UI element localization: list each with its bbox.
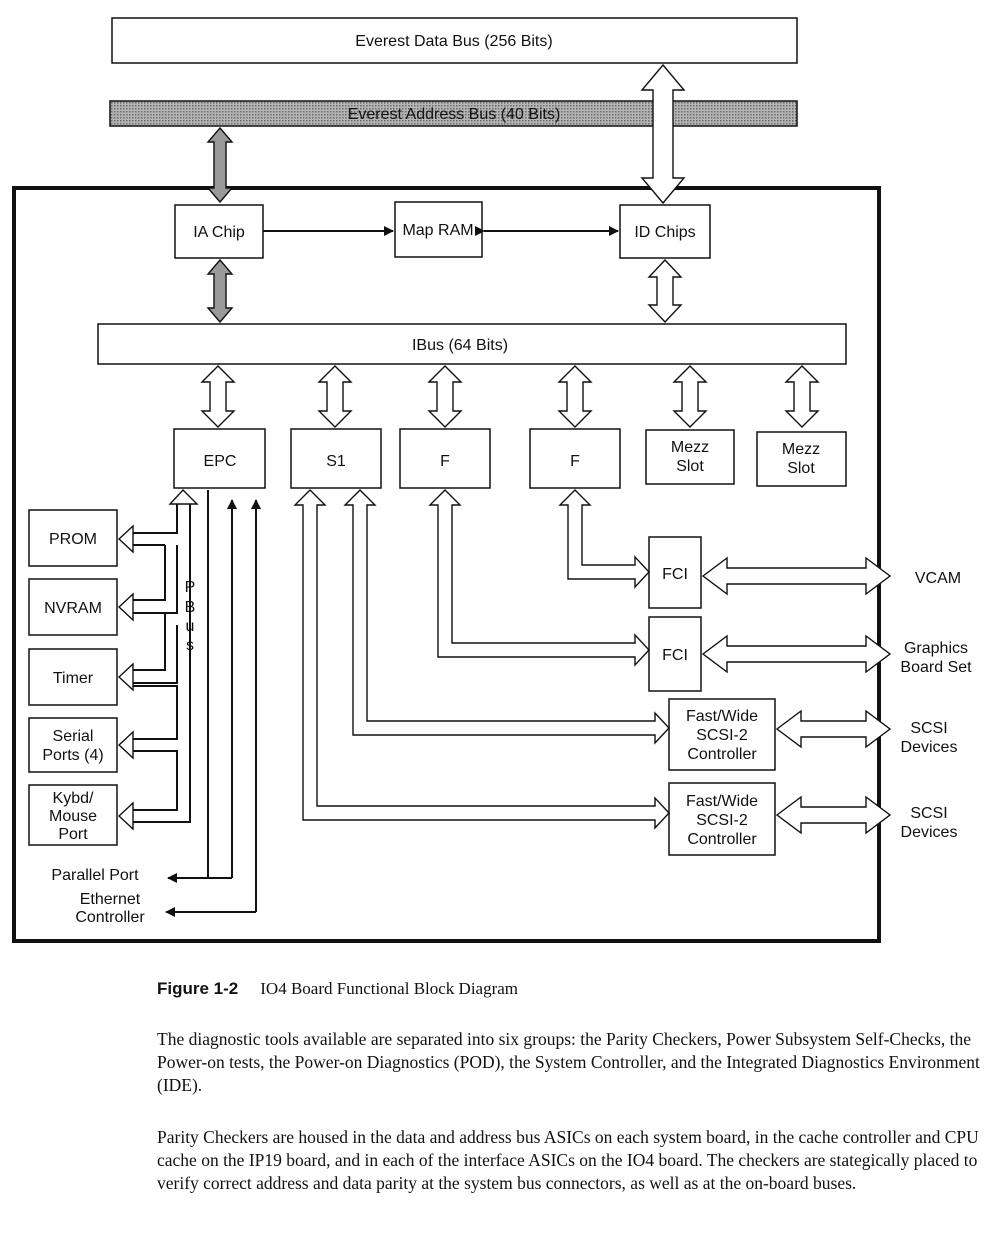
ibus-f1-arrow bbox=[427, 365, 463, 428]
kybd-line2: Mouse bbox=[49, 808, 97, 825]
id-chips-label: ID Chips bbox=[634, 224, 695, 241]
body-paragraph: The diagnostic tools available are separ… bbox=[157, 1029, 980, 1095]
serial-line2: Ports (4) bbox=[42, 747, 103, 764]
io4-board-outline bbox=[12, 186, 881, 943]
id-chips: ID Chips bbox=[619, 204, 711, 259]
fci1-vcam-arrow bbox=[701, 556, 892, 596]
scsi-ctrl2-line2: SCSI-2 bbox=[696, 812, 748, 829]
timer-box: Timer bbox=[28, 648, 118, 706]
scsi-ctrl2-line1: Fast/Wide bbox=[686, 793, 758, 810]
scsi-dev2-line1: SCSI bbox=[910, 805, 947, 822]
scsi2-devices-arrow bbox=[775, 795, 892, 835]
map-ram-label: Map RAM bbox=[402, 222, 473, 239]
ibus-f2-arrow bbox=[557, 365, 593, 428]
ibus-s1-arrow bbox=[317, 365, 353, 428]
s1-scsi2-link bbox=[293, 489, 670, 830]
ibus-mezz2-arrow bbox=[784, 365, 820, 428]
graphics-line2: Board Set bbox=[900, 659, 972, 676]
s1-chip: S1 bbox=[290, 428, 382, 489]
fci1-label: FCI bbox=[662, 566, 688, 583]
pbus-letter-p: P bbox=[185, 579, 196, 596]
ibus-label: IBus (64 Bits) bbox=[412, 337, 508, 354]
parallel-port-label: Parallel Port bbox=[51, 867, 139, 884]
f2-fci1-link bbox=[558, 489, 650, 589]
scsi-controller-2: Fast/Wide SCSI-2 Controller bbox=[668, 782, 776, 856]
nvram-box: NVRAM bbox=[28, 578, 118, 636]
mezz2-line1: Mezz bbox=[782, 441, 820, 458]
f2-label: F bbox=[570, 453, 580, 470]
scsi1-devices-arrow bbox=[775, 709, 892, 749]
io4-block-diagram: Everest Data Bus (256 Bits) Everest Addr… bbox=[12, 17, 972, 943]
mezz-slot-1: Mezz Slot bbox=[645, 429, 735, 485]
fci-1: FCI bbox=[648, 536, 702, 609]
f-chip-2: F bbox=[529, 428, 621, 489]
fci2-label: FCI bbox=[662, 647, 688, 664]
scsi-ctrl1-line2: SCSI-2 bbox=[696, 727, 748, 744]
ibus: IBus (64 Bits) bbox=[97, 323, 847, 365]
ia-chip: IA Chip bbox=[174, 204, 264, 259]
figure-caption: Figure 1-2 IO4 Board Functional Block Dia… bbox=[157, 979, 518, 999]
scsi-controller-1: Fast/Wide SCSI-2 Controller bbox=[668, 698, 776, 771]
kybd-line1: Kybd/ bbox=[53, 790, 94, 807]
serial-ports-box: Serial Ports (4) bbox=[28, 717, 118, 773]
scsi-dev1-line2: Devices bbox=[901, 739, 958, 756]
pbus-letter-s: s bbox=[186, 637, 194, 654]
ibus-mezz1-arrow bbox=[672, 365, 708, 428]
pbus-letter-u: u bbox=[186, 618, 195, 635]
f1-label: F bbox=[440, 453, 450, 470]
vcam-label: VCAM bbox=[915, 570, 961, 587]
nvram-label: NVRAM bbox=[44, 600, 102, 617]
mezz1-line1: Mezz bbox=[671, 439, 709, 456]
everest-data-bus: Everest Data Bus (256 Bits) bbox=[111, 17, 798, 64]
s1-label: S1 bbox=[326, 453, 346, 470]
everest-address-bus: Everest Address Bus (40 Bits) bbox=[109, 100, 798, 127]
ethernet-line1: Ethernet bbox=[80, 891, 141, 908]
everest-data-bus-label: Everest Data Bus (256 Bits) bbox=[355, 33, 552, 50]
ia-chip-label: IA Chip bbox=[193, 224, 245, 241]
scsi-dev2-line2: Devices bbox=[901, 824, 958, 841]
everest-address-bus-label: Everest Address Bus (40 Bits) bbox=[348, 106, 561, 123]
epc-chip: EPC bbox=[173, 428, 266, 489]
kybd-line3: Port bbox=[58, 826, 88, 843]
prom-box: PROM bbox=[28, 509, 118, 567]
ibus-device-arrows bbox=[200, 365, 820, 428]
ibus-epc-arrow bbox=[200, 365, 236, 428]
data-bus-id-arrow bbox=[640, 63, 686, 205]
body-paragraph: Parity Checkers are housed in the data a… bbox=[157, 1127, 979, 1193]
serial-line1: Serial bbox=[53, 728, 94, 745]
fci2-graphics-arrow bbox=[701, 634, 892, 674]
pbus: P B u s bbox=[117, 488, 199, 831]
f-chip-1: F bbox=[399, 428, 491, 489]
figure-label: Figure 1-2 bbox=[157, 979, 239, 998]
fci-2: FCI bbox=[648, 616, 702, 692]
scsi-ctrl1-line1: Fast/Wide bbox=[686, 708, 758, 725]
ethernet-line2: Controller bbox=[75, 909, 145, 926]
timer-label: Timer bbox=[53, 670, 94, 687]
mezz2-line2: Slot bbox=[787, 460, 815, 477]
prom-label: PROM bbox=[49, 531, 97, 548]
epc-external-links bbox=[165, 490, 261, 917]
id-ibus-arrow bbox=[647, 258, 683, 324]
kybd-mouse-box: Kybd/ Mouse Port bbox=[28, 784, 118, 846]
mezz1-line2: Slot bbox=[676, 458, 704, 475]
figure-title: IO4 Board Functional Block Diagram bbox=[260, 979, 519, 998]
pbus-letter-b: B bbox=[185, 599, 196, 616]
scsi-ctrl1-line3: Controller bbox=[687, 746, 757, 763]
s1-scsi1-link bbox=[343, 489, 670, 745]
graphics-line1: Graphics bbox=[904, 640, 968, 657]
address-bus-ia-arrow bbox=[206, 126, 234, 204]
mezz-slot-2: Mezz Slot bbox=[756, 431, 847, 487]
map-ram: Map RAM bbox=[394, 201, 483, 258]
scsi-dev1-line1: SCSI bbox=[910, 720, 947, 737]
scsi-ctrl2-line3: Controller bbox=[687, 831, 757, 848]
epc-label: EPC bbox=[204, 453, 237, 470]
f1-fci2-link bbox=[428, 489, 650, 667]
ia-ibus-arrow bbox=[206, 258, 234, 324]
